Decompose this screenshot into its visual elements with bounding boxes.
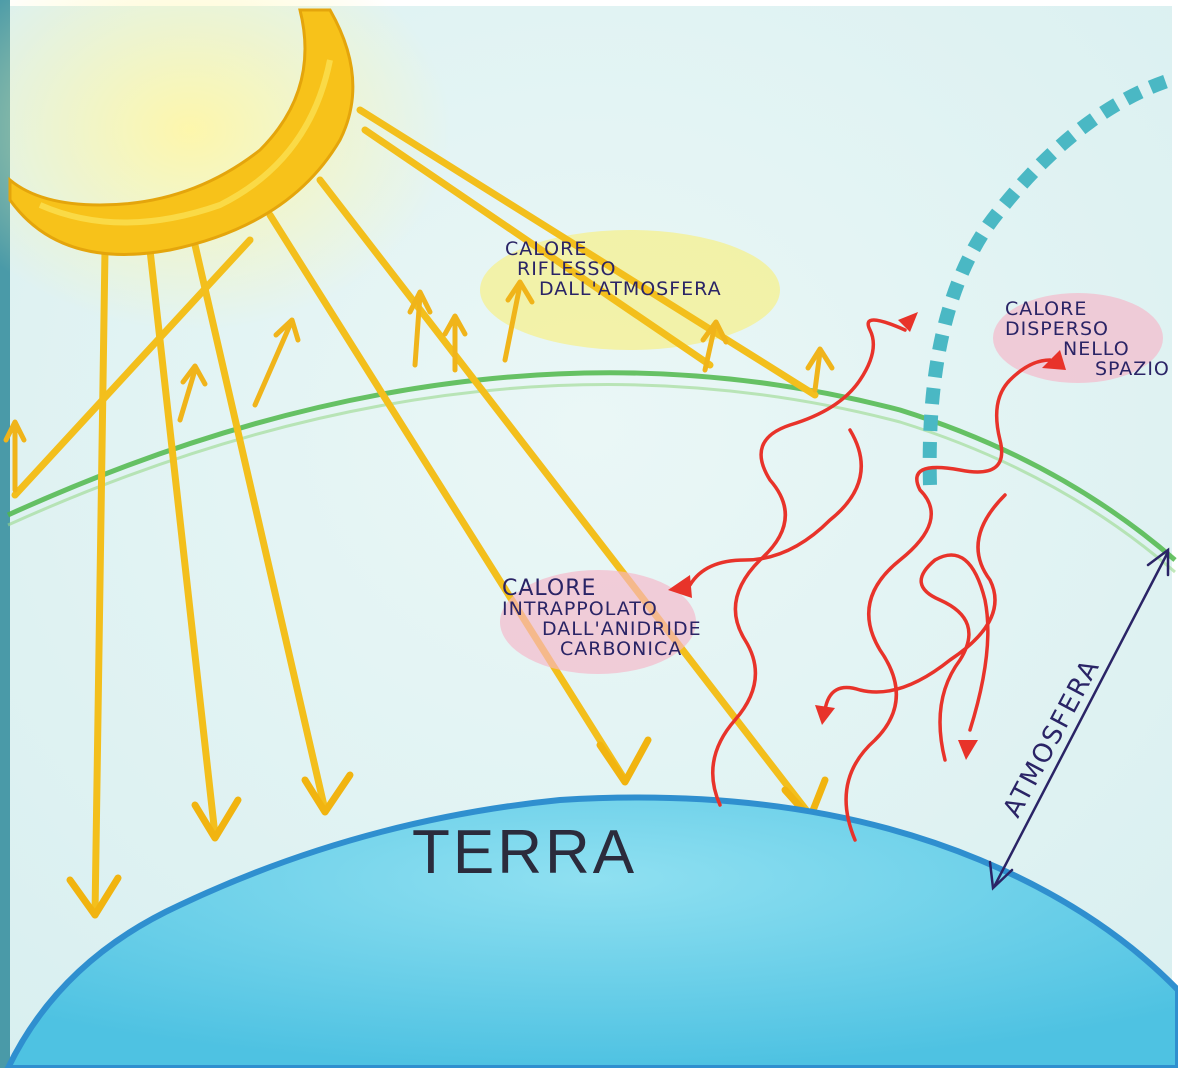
reflected-label-line-3: DALL'ATMOSFERA <box>505 280 722 300</box>
trapped-label-line-4: CARBONICA <box>502 640 702 660</box>
earth-label: TERRA <box>412 820 637 885</box>
trapped-label-line-2: INTRAPPOLATO <box>502 600 702 620</box>
dispersed-label-line-3: NELLO <box>1005 340 1170 360</box>
dispersed-label-line-1: CALORE <box>1005 300 1170 320</box>
dispersed-label-line-4: SPAZIO <box>1005 360 1170 380</box>
reflected-heat-label: CALORE RIFLESSO DALL'ATMOSFERA <box>505 240 722 300</box>
reflected-label-line-1: CALORE <box>505 240 722 260</box>
trapped-label-line-3: DALL'ANIDRIDE <box>502 620 702 640</box>
dispersed-label-line-2: DISPERSO <box>1005 320 1170 340</box>
trapped-heat-label: CALORE INTRAPPOLATO DALL'ANIDRIDE CARBON… <box>502 577 702 660</box>
reflected-label-line-2: RIFLESSO <box>505 260 722 280</box>
dispersed-heat-label: CALORE DISPERSO NELLO SPAZIO <box>1005 300 1170 380</box>
trapped-label-line-1: CALORE <box>502 577 702 600</box>
